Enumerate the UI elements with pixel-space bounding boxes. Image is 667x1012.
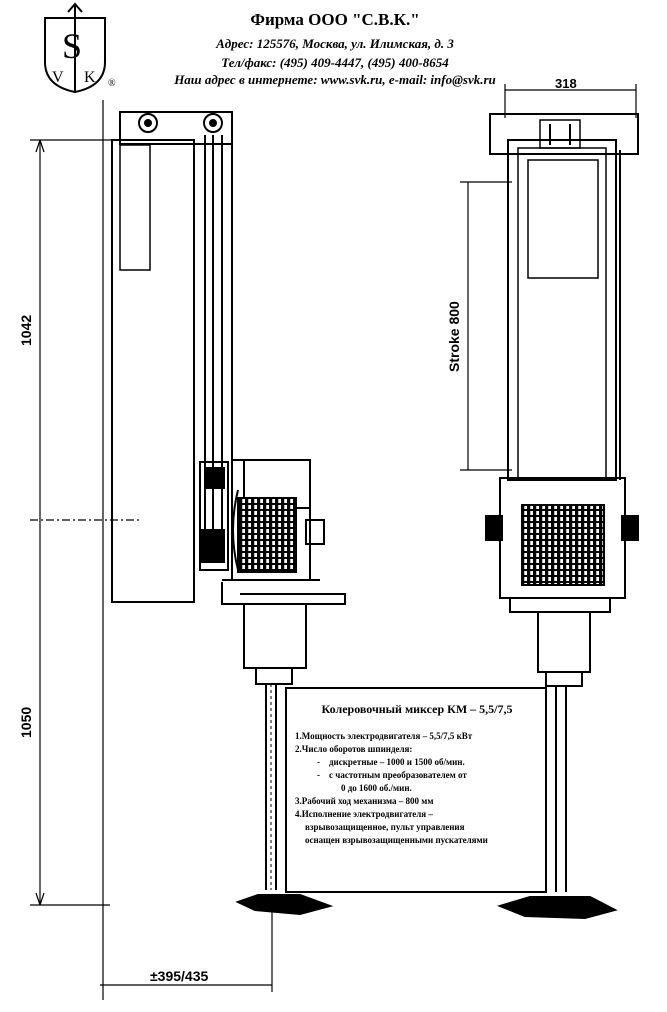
side-pulley-right [203, 113, 223, 133]
side-column [111, 139, 195, 603]
left-dimension-lines [30, 100, 273, 1000]
spec-title: Колеровочный миксер КМ – 5,5/7,5 [321, 702, 513, 716]
side-carriage [199, 461, 229, 571]
spec-line-range: 0 до 1600 об./мин. [341, 783, 412, 793]
spec-line-freq: - с частотным преобразователем от [295, 769, 539, 782]
spec-line-power: 1.Мощность электродвигателя – 5,5/7,5 кВ… [295, 731, 473, 741]
spec-line-discrete: - дискретные – 1000 и 1500 об/мин. [295, 756, 539, 769]
side-impeller [235, 894, 334, 916]
firm-name: Фирма ООО "С.В.К." [250, 10, 420, 29]
spec-line-discrete-text: дискретные – 1000 и 1500 об/мин. [329, 757, 465, 767]
firm-address: Адрес: 125576, Москва, ул. Илимская, д. … [216, 36, 454, 51]
dimension-width-top: 318 [555, 76, 577, 91]
side-view [111, 111, 346, 916]
spec-box: Колеровочный миксер КМ – 5,5/7,5 1.Мощно… [285, 687, 547, 893]
firm-phone: Тел/факс: (495) 409-4447, (495) 400-8654 [221, 55, 449, 70]
side-column-inner [119, 144, 151, 271]
spec-line-freq-text: с частотным преобразователем от [329, 770, 467, 780]
spec-line-starters: оснащен взрывозащищенными пускателями [305, 835, 488, 845]
logo-registered-mark: ® [108, 78, 116, 89]
front-motor-fins [521, 504, 605, 586]
front-frame [507, 139, 617, 481]
dimension-stroke: Stroke 800 [446, 301, 462, 372]
dimension-height-lower: 1050 [18, 706, 34, 738]
front-top-plate [489, 113, 639, 155]
front-inner-block [527, 159, 599, 279]
dimension-height-upper: 1042 [18, 314, 34, 346]
front-view [485, 113, 639, 920]
front-shaft-housing [537, 611, 591, 673]
spec-line-stroke: 3.Рабочий ход механизма – 800 мм [295, 796, 434, 806]
side-pulley-left [138, 113, 158, 133]
side-motor-fins [237, 497, 297, 573]
spec-dash: - [317, 757, 320, 767]
logo-letter-s: S [62, 26, 82, 66]
logo-letter-k: K [84, 69, 96, 86]
dimension-reach: ±395/435 [150, 968, 209, 984]
spec-line-exec: 4.Исполнение электродвигателя – [295, 809, 433, 819]
spec-line-explosion: взрывозащищенное, пульт управления [305, 822, 465, 832]
spec-line-speed: 2.Число оборотов шпинделя: [295, 744, 413, 754]
side-shaft-housing [243, 603, 307, 669]
logo-letter-v: V [52, 69, 64, 86]
spec-dash: - [317, 770, 320, 780]
firm-web: Наш адрес в интернете: www.svk.ru, e-mai… [174, 72, 496, 87]
right-dimension-lines [460, 84, 637, 471]
front-impeller [496, 896, 618, 920]
svk-logo: S V K ® [44, 2, 116, 94]
